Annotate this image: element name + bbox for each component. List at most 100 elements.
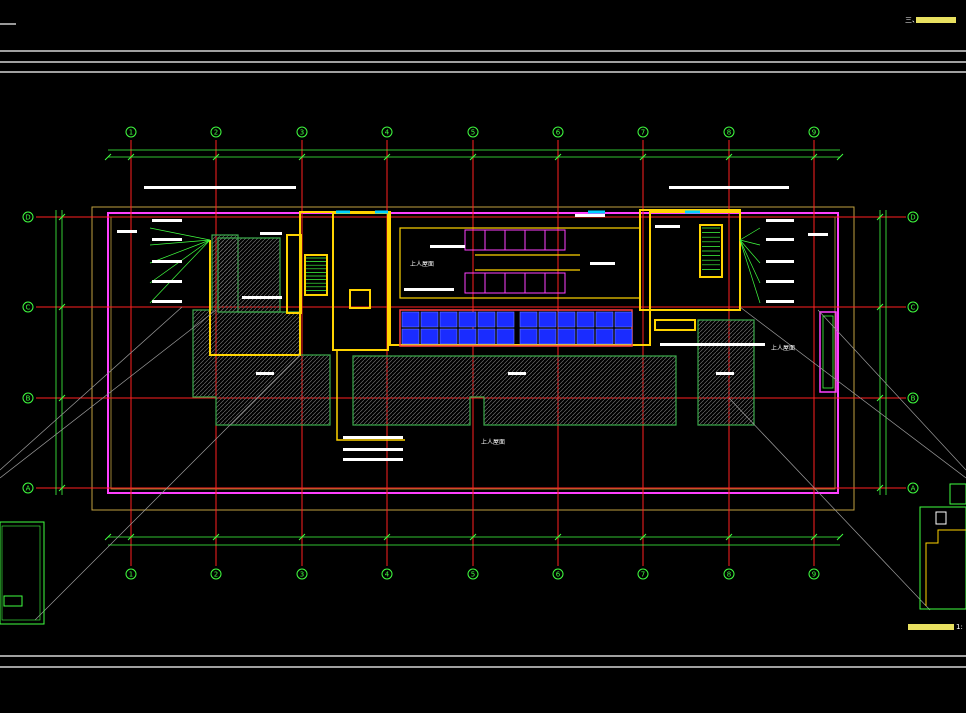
- right-shaft-inner: [822, 315, 834, 389]
- row-bubble-left-D-label: D: [25, 214, 30, 222]
- note-text-bar: [152, 280, 182, 283]
- col-bubble-bottom-9-label: 9: [812, 571, 816, 579]
- dim-tick: [725, 533, 733, 541]
- room-labels: 上人屋面 上人屋面 上人屋面: [410, 260, 795, 446]
- row-bubble-right-D-label: D: [910, 214, 915, 222]
- col-bubble-bottom-4-label: 4: [385, 571, 390, 579]
- solar-panel: [496, 328, 515, 345]
- col-bubble-top-8-circle-icon: [723, 126, 735, 138]
- row-bubble-left-B-label: B: [26, 395, 31, 403]
- hatched-roof-areas: [192, 234, 755, 426]
- dim-tick: [810, 533, 818, 541]
- row-bubble-left-B-circle-icon: [22, 392, 34, 404]
- row-bubble-right-D-circle-icon: [907, 211, 919, 223]
- note-text-bar: [152, 300, 182, 303]
- note-text-bar: [669, 186, 789, 189]
- dim-tick: [383, 153, 391, 161]
- annotation-leaders: [0, 186, 966, 621]
- solar-panel: [420, 328, 439, 345]
- left-detail-equipment: [3, 595, 23, 607]
- dim-tick: [104, 153, 112, 161]
- solar-panel: [614, 311, 633, 328]
- solar-panel: [496, 311, 515, 328]
- solar-panel: [458, 328, 477, 345]
- col-bubble-bottom-8-label: 8: [727, 571, 731, 579]
- col-bubble-bottom-7-label: 7: [641, 571, 645, 579]
- label-roof-center: 上人屋面: [481, 438, 505, 446]
- solar-panel: [576, 311, 595, 328]
- col-bubble-top-7-label: 7: [641, 129, 645, 137]
- dim-tick: [383, 533, 391, 541]
- right-stair-box: [699, 224, 723, 278]
- col-bubble-bottom-7-circle-icon: [637, 568, 649, 580]
- col-bubble-top-7-circle-icon: [637, 126, 649, 138]
- note-text-bar: [404, 288, 454, 291]
- col-bubble-bottom-3-label: 3: [300, 571, 304, 579]
- equipment-unit: [484, 272, 506, 294]
- dim-tick: [469, 533, 477, 541]
- note-text-bar: [117, 230, 137, 233]
- row-bubble-left-D-circle-icon: [22, 211, 34, 223]
- col-bubble-bottom-9-circle-icon: [808, 568, 820, 580]
- hatch-label-left: [256, 372, 274, 375]
- solar-panel: [538, 328, 557, 345]
- solar-panel: [401, 328, 420, 345]
- dim-tick: [876, 394, 884, 402]
- drain-pipe: [336, 350, 405, 441]
- side-title-bar: [908, 624, 954, 630]
- left-stair-core: [286, 234, 302, 314]
- note-text-bar: [660, 343, 765, 346]
- solar-panel: [614, 328, 633, 345]
- col-bubble-top-2-circle-icon: [210, 126, 222, 138]
- dimension-lines: [55, 149, 887, 546]
- solar-panel-array: [399, 309, 633, 347]
- dim-tick: [212, 533, 220, 541]
- leader-line: [739, 239, 761, 246]
- row-bubble-right-C-circle-icon: [907, 301, 919, 313]
- leader-line: [728, 397, 931, 611]
- equipment-unit: [464, 272, 486, 294]
- left-stair-box: [304, 254, 328, 296]
- note-text-bar: [766, 238, 794, 241]
- solar-panel: [538, 311, 557, 328]
- equipment-unit: [524, 272, 546, 294]
- leader-line: [149, 227, 211, 241]
- col-bubble-top-4-label: 4: [385, 129, 390, 137]
- side-detail-views: [0, 483, 966, 625]
- equipment-unit: [544, 272, 566, 294]
- dim-tick: [876, 303, 884, 311]
- col-bubble-bottom-2-label: 2: [214, 571, 218, 579]
- col-bubble-top-1-label: 1: [129, 129, 133, 137]
- right-shaft-wall: [819, 311, 837, 393]
- roof-structures: [209, 209, 741, 441]
- dim-tick: [639, 153, 647, 161]
- dim-tick: [127, 153, 135, 161]
- right-equipment-base: [654, 319, 696, 331]
- row-bubble-left-A-circle-icon: [22, 482, 34, 494]
- col-bubble-top-9-circle-icon: [808, 126, 820, 138]
- hatched-area-4: [217, 237, 281, 313]
- note-text-bar: [260, 232, 282, 235]
- leader-line: [0, 309, 217, 479]
- col-bubble-bottom-6-label: 6: [556, 571, 561, 579]
- note-text-bar: [343, 458, 403, 461]
- main-title-bar: [916, 17, 956, 23]
- note-text-bar: [766, 260, 794, 263]
- col-bubble-bottom-6-circle-icon: [552, 568, 564, 580]
- dim-tick: [876, 213, 884, 221]
- col-bubble-top-2-label: 2: [214, 129, 218, 137]
- note-text-bar: [808, 233, 828, 236]
- label-access-left: 上人屋面: [410, 260, 434, 268]
- col-bubble-top-1-circle-icon: [125, 126, 137, 138]
- dim-tick: [58, 303, 66, 311]
- col-bubble-top-6-label: 6: [556, 129, 561, 137]
- col-bubble-bottom-1-circle-icon: [125, 568, 137, 580]
- solar-panel: [477, 311, 496, 328]
- solar-panel: [557, 328, 576, 345]
- machine-room-outline: [399, 227, 641, 299]
- col-bubble-top-4-circle-icon: [381, 126, 393, 138]
- solar-panel: [519, 311, 538, 328]
- solar-panel: [519, 328, 538, 345]
